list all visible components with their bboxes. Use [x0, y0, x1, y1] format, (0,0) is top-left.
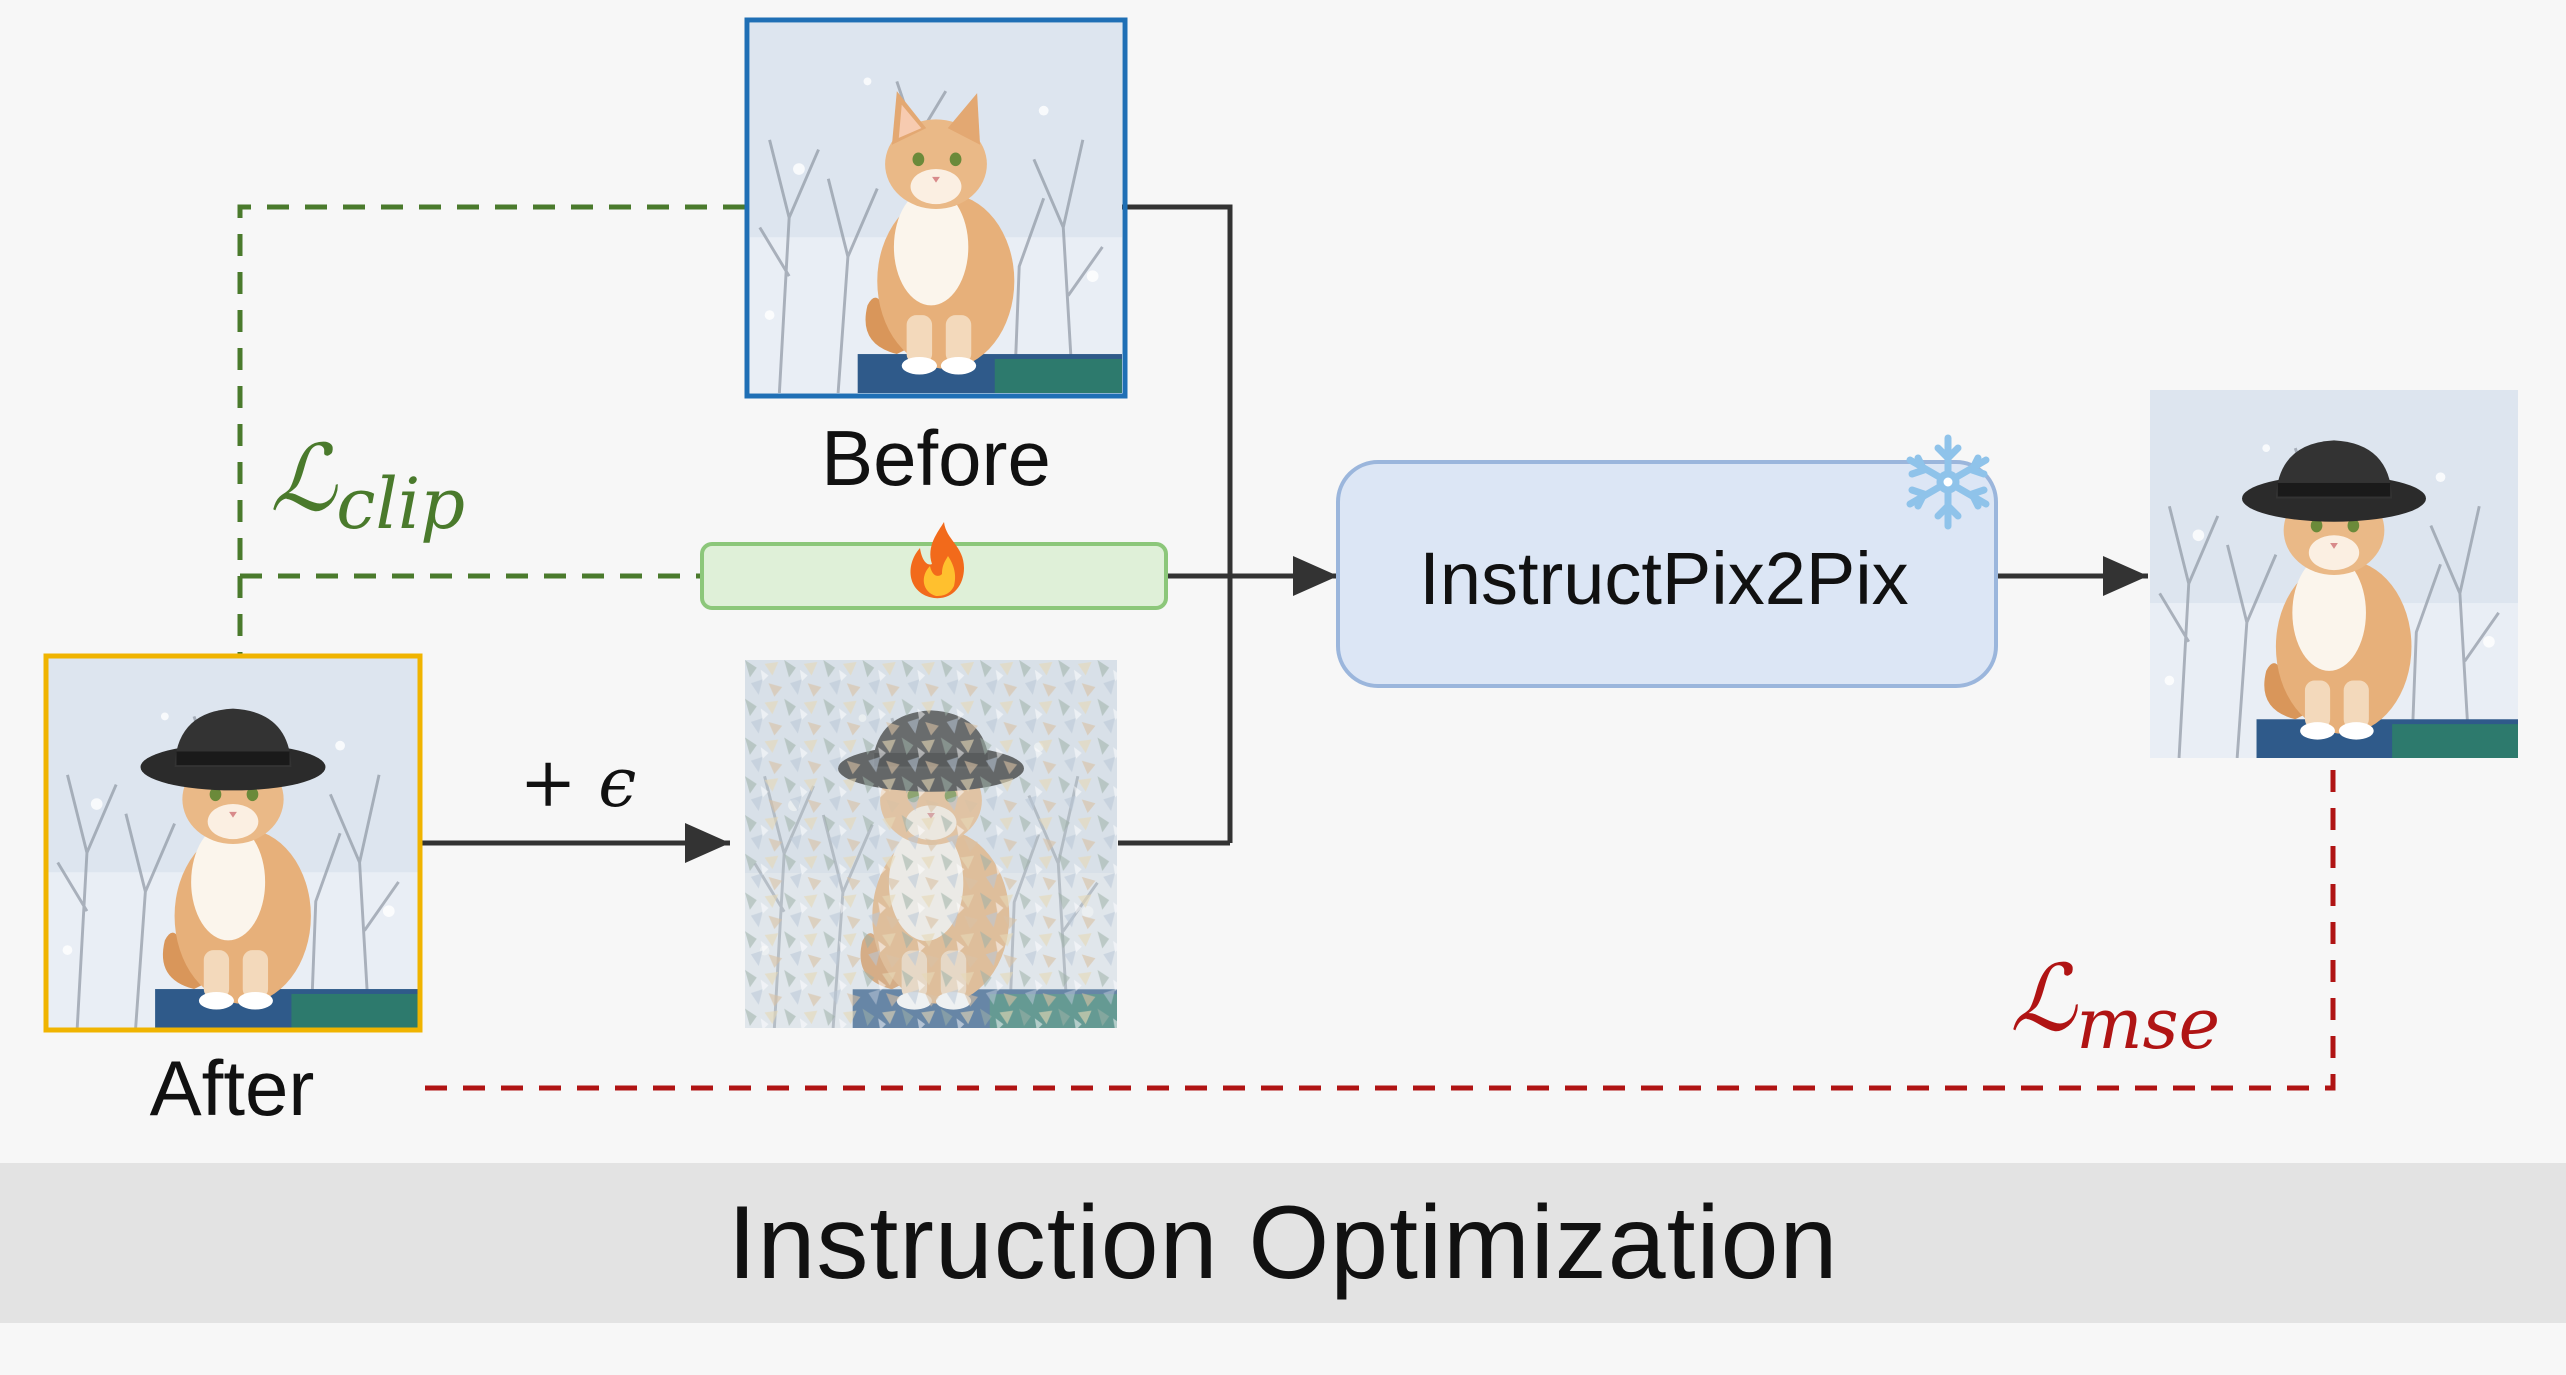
output-image: [2150, 390, 2518, 758]
instructpix2pix-model[interactable]: [1336, 460, 1998, 688]
noisy-image: [745, 660, 1117, 1028]
after-image: [43, 653, 423, 1033]
clip-loss-symbol: ℒ: [270, 425, 338, 532]
connectors: [237, 204, 2336, 1091]
snowflake-icon: [1906, 434, 1990, 530]
mse-loss-label: ℒmse: [2010, 945, 2220, 1065]
connector-before-to-merge: [1122, 204, 1233, 843]
before-label: Before: [821, 414, 1051, 502]
clip-loss-label: ℒclip: [270, 425, 465, 545]
model-label: InstructPix2Pix: [1419, 537, 1908, 620]
clip-loss-dashed-top: [237, 204, 745, 579]
footer-title: Instruction Optimization: [727, 1184, 1839, 1301]
svg-text:ℒclip: ℒclip: [270, 425, 465, 545]
svg-text:ℒmse: ℒmse: [2010, 945, 2220, 1065]
before-image: [744, 17, 1128, 399]
footer-bar: Instruction Optimization: [0, 1163, 2566, 1323]
clip-loss-subscript: clip: [336, 463, 465, 545]
mse-loss-subscript: mse: [2076, 983, 2220, 1065]
mse-loss-symbol: ℒ: [2010, 945, 2078, 1052]
after-label: After: [150, 1044, 315, 1132]
mse-loss-dashed: [418, 770, 2336, 1091]
noise-epsilon-label: + ϵ: [520, 744, 637, 823]
fire-icon: [910, 522, 964, 599]
